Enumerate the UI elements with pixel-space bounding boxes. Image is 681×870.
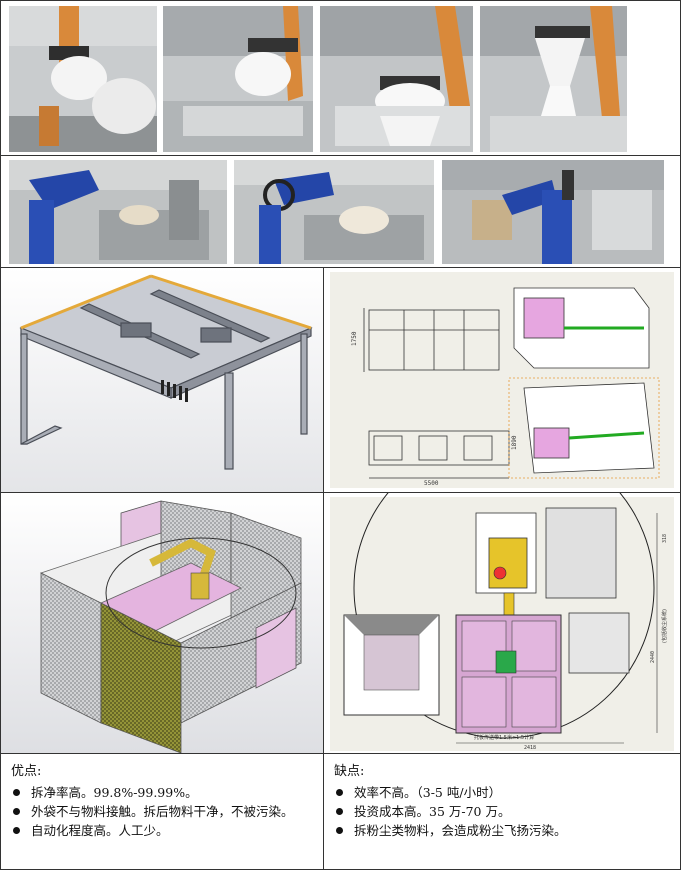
cons-item: 拆粉尘类物料，会造成粉尘飞扬污染。: [324, 821, 680, 840]
pros-item: 外袋不与物料接触。拆后物料干净，不被污染。: [1, 802, 323, 821]
cad-row-1: 1750 5500 1890: [0, 267, 681, 493]
pros-section: 优点: 拆净率高。99.8%-99.99%。 外袋不与物料接触。拆后物料干净，不…: [1, 754, 324, 869]
pros-title: 优点:: [11, 764, 42, 779]
photo-blue-robot-3: [442, 160, 664, 264]
photo-material-pouring: [480, 6, 627, 152]
drawing-width-dim: 5500: [424, 480, 439, 487]
plan-bottom-note: 托板传送带1.5米×1.5计算: [474, 734, 534, 741]
technical-drawing-layout: 1750 5500 1890: [324, 268, 680, 492]
pros-item: 拆净率高。99.8%-99.99%。: [1, 783, 323, 802]
plan-side-note: (包括收尘系统): [661, 609, 668, 643]
pros-item: 自动化程度高。人工少。: [1, 821, 323, 840]
plan-side-dim: 2440: [650, 651, 656, 663]
photo-row-2: [0, 155, 681, 268]
plan-top-dim: 318: [662, 534, 668, 543]
photo-blue-robot-1: [9, 160, 227, 264]
cons-item: 效率不高。（3-5 吨/小时）: [324, 783, 680, 802]
photo-bag-over-hopper: [163, 6, 313, 152]
plan-bottom-dim: 2418: [524, 745, 536, 751]
robot-cell-plan-view: 2418 托板传送带1.5米×1.5计算 2440 (包括收尘系统) 318: [324, 493, 680, 753]
drawing-small-dim: 1890: [511, 435, 518, 450]
cons-item: 投资成本高。35 万-70 万。: [324, 802, 680, 821]
photo-blue-robot-2: [234, 160, 434, 264]
photo-bag-cutting: [320, 6, 473, 152]
cons-list: 效率不高。（3-5 吨/小时） 投资成本高。35 万-70 万。 拆粉尘类物料，…: [324, 783, 680, 840]
pros-cons-row: 优点: 拆净率高。99.8%-99.99%。 外袋不与物料接触。拆后物料干净，不…: [0, 753, 681, 870]
cons-section: 缺点: 效率不高。（3-5 吨/小时） 投资成本高。35 万-70 万。 拆粉尘…: [324, 754, 680, 869]
drawing-height-dim: 1750: [351, 331, 358, 346]
cad-row-2: 2418 托板传送带1.5米×1.5计算 2440 (包括收尘系统) 318: [0, 492, 681, 754]
robot-cell-render: [1, 493, 324, 753]
gantry-frame-render: [1, 268, 324, 492]
photo-robot-gripping-bag: [9, 6, 157, 152]
cons-title: 缺点:: [334, 764, 365, 779]
photo-row-1: [0, 0, 681, 156]
pros-list: 拆净率高。99.8%-99.99%。 外袋不与物料接触。拆后物料干净，不被污染。…: [1, 783, 323, 840]
